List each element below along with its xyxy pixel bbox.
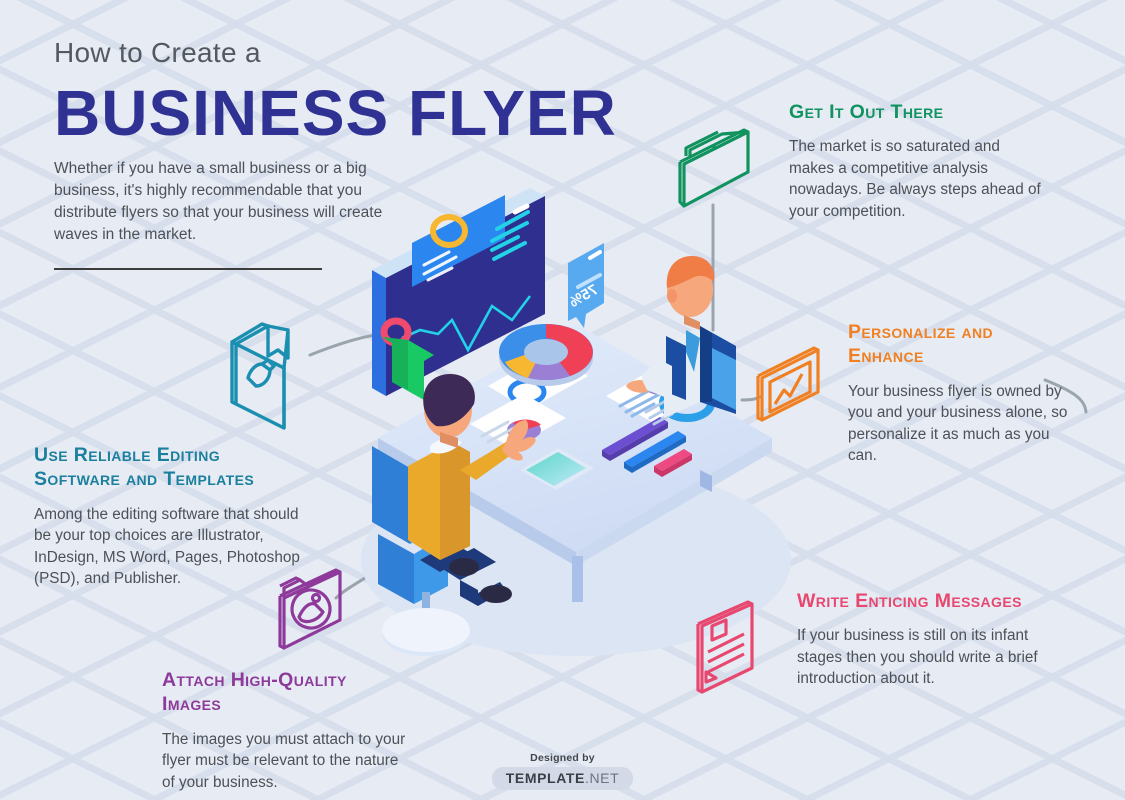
callout-body: If your business is still on its infant …	[797, 627, 1038, 688]
page-title: BUSINESS FLYER	[54, 76, 617, 149]
callout-body: Among the editing software that should b…	[34, 505, 300, 587]
callout-body: The market is so saturated and makes a c…	[789, 138, 1041, 220]
template-net-logo: TEMPLATE.NET	[491, 767, 634, 790]
callout-get-it-out-there: Get It Out There The market is so satura…	[789, 100, 1047, 222]
callout-heading: Use Reliable Editing Software and Templa…	[34, 444, 255, 491]
callout-heading: Attach High-Quality Images	[162, 669, 347, 716]
intro-paragraph: Whether if you have a small business or …	[54, 160, 383, 244]
kicker-text: How to Create a	[54, 37, 261, 68]
callout-heading: Personalize and Enhance	[848, 321, 993, 368]
callout-body: Your business flyer is owned by you and …	[848, 382, 1068, 464]
header-divider	[54, 268, 322, 271]
logo-brand-light: .NET	[584, 770, 620, 786]
callout-body: The images you must attach to your flyer…	[162, 730, 406, 791]
logo-brand-strong: TEMPLATE	[505, 770, 585, 786]
footer-credit: Designed by TEMPLATE.NET	[0, 752, 1125, 790]
callout-use-reliable-editing-software: Use Reliable Editing Software and Templa…	[34, 443, 304, 589]
designed-by-label: Designed by	[530, 752, 595, 764]
callout-write-enticing-messages: Write Enticing Messages If your business…	[797, 589, 1045, 690]
callout-heading: Write Enticing Messages	[797, 590, 1022, 612]
callout-personalize-and-enhance: Personalize and Enhance Your business fl…	[848, 320, 1072, 466]
header-block: How to Create a BUSINESS FLYER Whether i…	[54, 36, 674, 271]
callout-attach-high-quality-images: Attach High-Quality Images The images yo…	[162, 668, 410, 793]
callout-heading: Get It Out There	[789, 101, 944, 123]
